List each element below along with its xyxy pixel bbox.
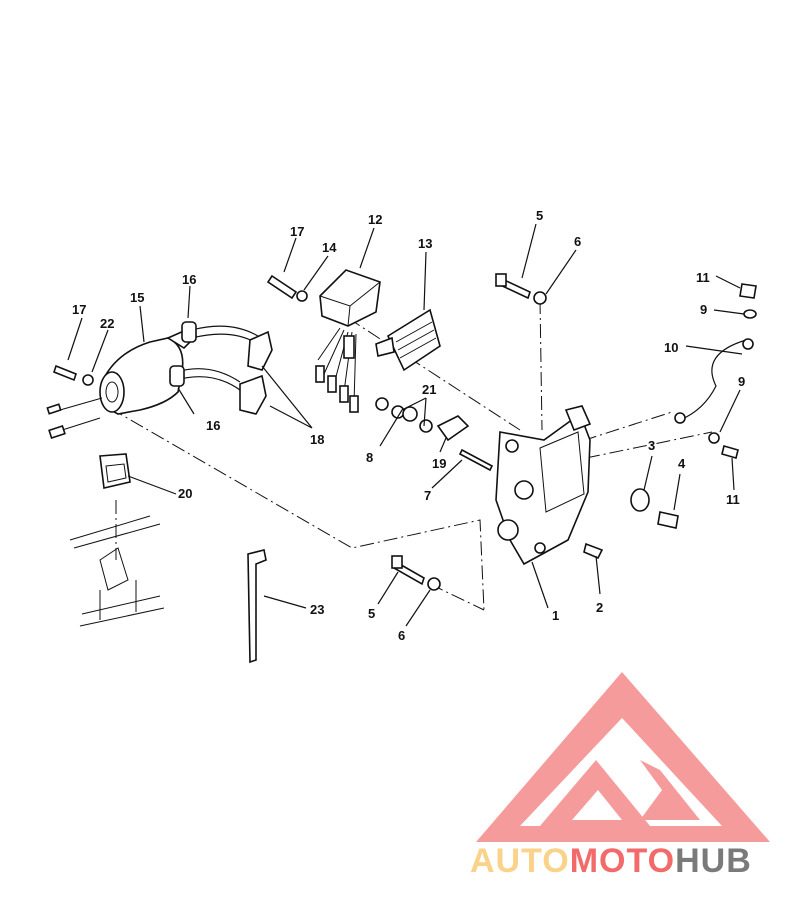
callout-23: 23 (310, 602, 324, 617)
callout-1: 1 (552, 608, 559, 623)
wire-clip-bracket (69, 453, 165, 627)
callout-18: 18 (310, 432, 324, 447)
callout-4: 4 (678, 456, 686, 471)
lower-bolt (391, 555, 441, 591)
callout-10: 10 (664, 340, 678, 355)
callout-11-lower: 11 (726, 492, 740, 507)
callout-21: 21 (422, 382, 436, 397)
callout-13: 13 (418, 236, 432, 251)
callout-16-lower: 16 (206, 418, 220, 433)
svg-text:AUTOMOTOHUB: AUTOMOTOHUB (470, 842, 752, 880)
callout-labels: 1 2 3 4 5 5 6 6 7 8 9 9 10 11 11 12 13 1… (72, 208, 745, 643)
watermark-auto: AUTO (470, 842, 570, 880)
watermark-hub: HUB (675, 842, 752, 880)
callout-9-lower: 9 (738, 374, 745, 389)
callout-9-upper: 9 (700, 302, 707, 317)
mount-hardware (375, 397, 494, 472)
leader-lines (109, 299, 713, 611)
callout-8: 8 (366, 450, 373, 465)
upper-bolt (495, 273, 547, 305)
callout-5-lower: 5 (368, 606, 375, 621)
callout-17-lower: 17 (72, 302, 86, 317)
watermark-logo (476, 672, 770, 842)
callout-11-upper: 11 (696, 270, 710, 285)
ground-lead (674, 283, 757, 459)
mounting-plate (495, 405, 592, 566)
fasteners-left (53, 274, 308, 386)
bushings (583, 488, 679, 560)
callout-7: 7 (424, 488, 431, 503)
ignition-coil (46, 329, 198, 439)
callout-leaders (67, 223, 745, 627)
callout-22: 22 (100, 316, 114, 331)
voltage-regulator (375, 308, 441, 372)
callout-19: 19 (432, 456, 446, 471)
callout-6-lower: 6 (398, 628, 405, 643)
watermark-moto: MOTO (570, 842, 675, 880)
cable-strap (247, 549, 267, 664)
watermark-text: AUTOMOTOHUB (470, 842, 752, 880)
callout-15: 15 (130, 290, 144, 305)
callout-2: 2 (596, 600, 603, 615)
rectifier-unit (315, 269, 381, 413)
callout-6-upper: 6 (574, 234, 581, 249)
callout-17-upper: 17 (290, 224, 304, 239)
callout-14: 14 (322, 240, 337, 255)
callout-12: 12 (368, 212, 382, 227)
callout-3: 3 (648, 438, 655, 453)
spark-plug-leads (169, 321, 273, 415)
callout-20: 20 (178, 486, 192, 501)
callout-5-upper: 5 (536, 208, 543, 223)
callout-16-upper: 16 (182, 272, 196, 287)
